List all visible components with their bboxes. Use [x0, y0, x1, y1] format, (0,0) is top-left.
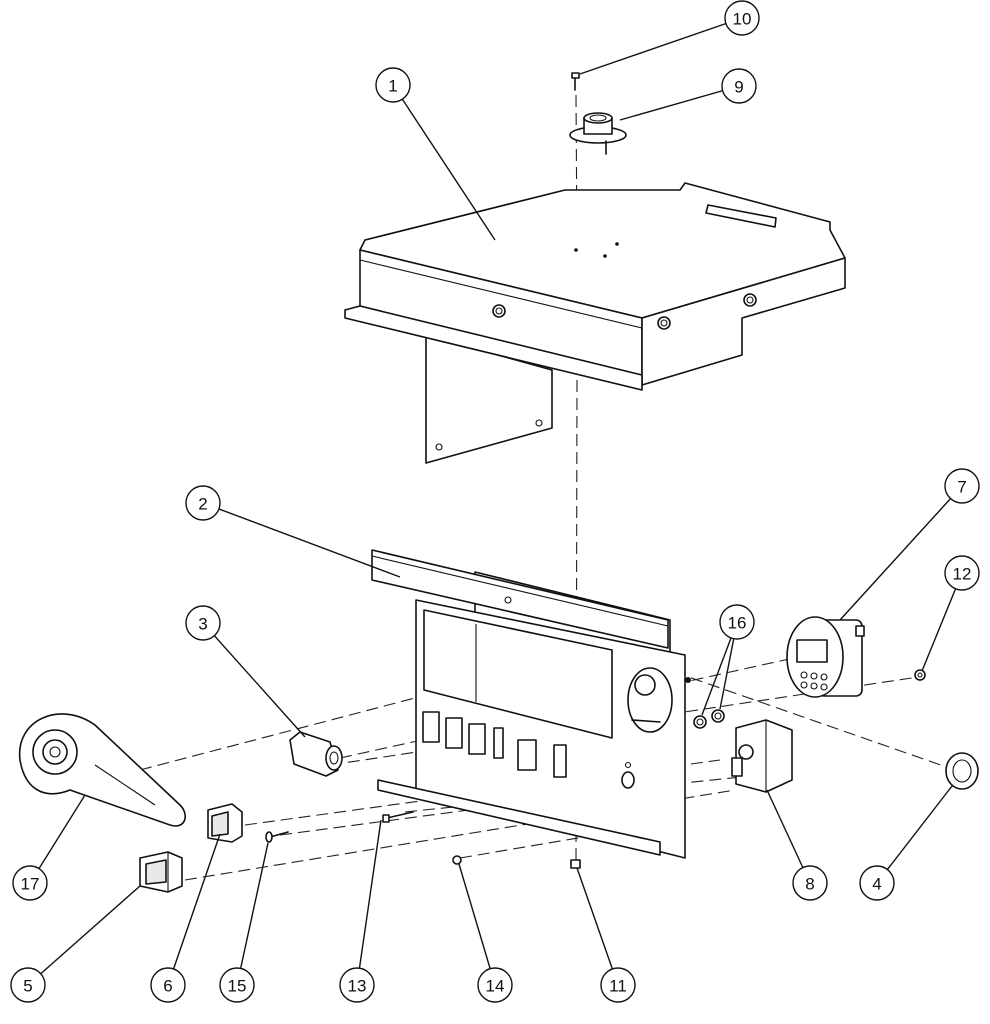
hex-nut-part	[570, 859, 581, 869]
callout-6: 6	[150, 967, 186, 1003]
svg-text:10: 10	[733, 10, 752, 29]
small-nut-part	[914, 669, 926, 681]
leader-lines	[27, 17, 963, 986]
callout-17: 17	[12, 865, 48, 901]
callout-8: 8	[792, 865, 828, 901]
callout-15: 15	[219, 967, 255, 1003]
svg-text:14: 14	[486, 977, 505, 996]
small-rocker-switch-part	[207, 803, 243, 843]
digital-timer-part	[786, 616, 865, 698]
callout-1: 1	[375, 67, 411, 103]
svg-text:9: 9	[734, 78, 743, 97]
callout-13: 13	[339, 967, 375, 1003]
svg-text:16: 16	[728, 614, 747, 633]
callout-2: 2	[185, 485, 221, 521]
rocker-switch-part	[139, 851, 183, 893]
svg-text:15: 15	[228, 977, 247, 996]
svg-text:4: 4	[872, 875, 881, 894]
svg-text:11: 11	[609, 977, 627, 996]
callout-16: 16	[719, 604, 755, 640]
callout-4: 4	[859, 865, 895, 901]
callout-11: 11	[600, 967, 636, 1003]
svg-text:12: 12	[953, 565, 972, 584]
callout-3: 3	[185, 605, 221, 641]
control-panel-part	[371, 549, 691, 859]
callout-12: 12	[944, 555, 980, 591]
svg-text:1: 1	[388, 77, 397, 96]
nut-pair-part	[693, 709, 725, 729]
svg-text:17: 17	[21, 875, 40, 894]
pulley-arm-part	[18, 713, 186, 827]
svg-text:6: 6	[163, 977, 172, 996]
svg-text:5: 5	[23, 977, 32, 996]
small-screw-part	[452, 855, 462, 865]
svg-text:3: 3	[198, 615, 207, 634]
callout-10: 10	[724, 0, 760, 36]
circuit-breaker-part	[731, 719, 793, 793]
svg-text:13: 13	[348, 977, 367, 996]
connector-part	[569, 112, 627, 155]
top-cover-part	[344, 182, 846, 464]
screw-part	[571, 72, 580, 91]
svg-text:8: 8	[805, 875, 814, 894]
svg-text:2: 2	[198, 495, 207, 514]
callout-7: 7	[944, 468, 980, 504]
svg-text:7: 7	[957, 478, 966, 497]
lock-nut-part	[945, 752, 979, 790]
callout-5: 5	[10, 967, 46, 1003]
long-screw-part	[382, 811, 414, 823]
cable-gland-part	[289, 731, 343, 777]
pan-screw-part	[265, 831, 289, 843]
callout-9: 9	[721, 68, 757, 104]
callout-14: 14	[477, 967, 513, 1003]
